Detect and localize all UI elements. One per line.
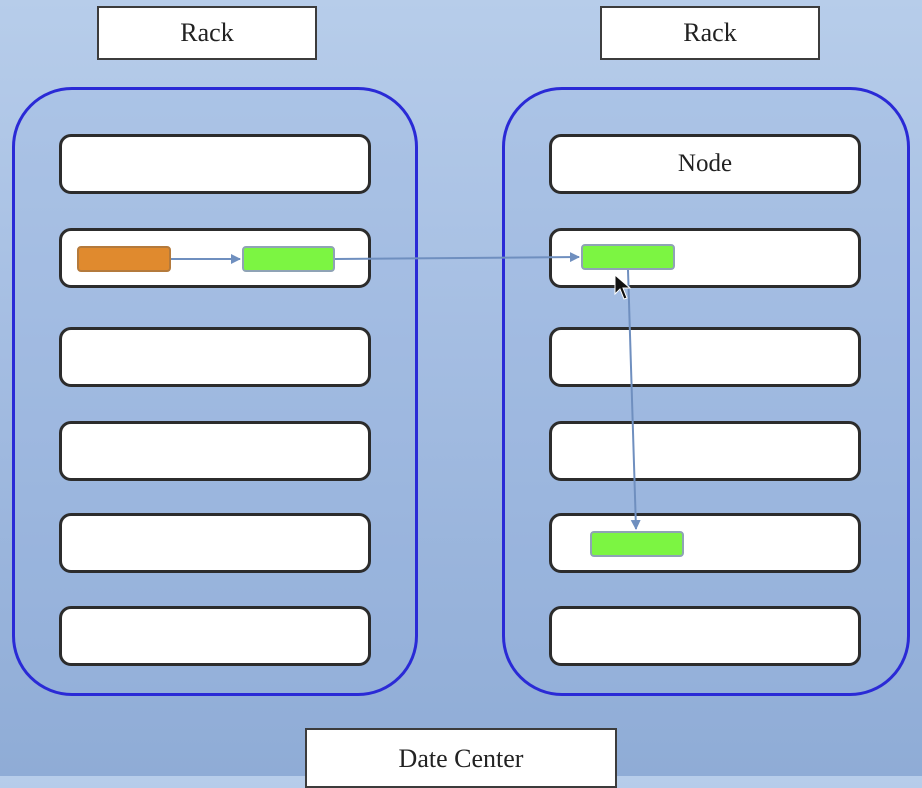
- replica-block-3: [590, 531, 684, 557]
- rack-label-left-text: Rack: [180, 18, 234, 47]
- writer-block: [77, 246, 171, 272]
- rack-right-node-3: [549, 327, 861, 387]
- arrow-replica-1-to-replica-2: [334, 252, 580, 263]
- data-center-label-text: Date Center: [398, 744, 524, 773]
- replica-block-2: [581, 244, 675, 270]
- data-center-label: Date Center: [305, 728, 617, 788]
- rack-right-node-6: [549, 606, 861, 666]
- replica-block-1: [242, 246, 335, 272]
- rack-label-right-text: Rack: [683, 18, 737, 47]
- rack-right-node-1: Node: [549, 134, 861, 194]
- mouse-cursor-icon: [614, 274, 632, 300]
- rack-left-node-1: [59, 134, 371, 194]
- rack-right-node-4: [549, 421, 861, 481]
- arrow-replica-2-to-replica-3: [627, 269, 641, 530]
- rack-label-left: Rack: [97, 6, 317, 60]
- node-label: Node: [677, 150, 733, 177]
- rack-left-node-6: [59, 606, 371, 666]
- rack-left-node-5: [59, 513, 371, 573]
- rack-left-node-4: [59, 421, 371, 481]
- rack-label-right: Rack: [600, 6, 820, 60]
- rack-left-node-3: [59, 327, 371, 387]
